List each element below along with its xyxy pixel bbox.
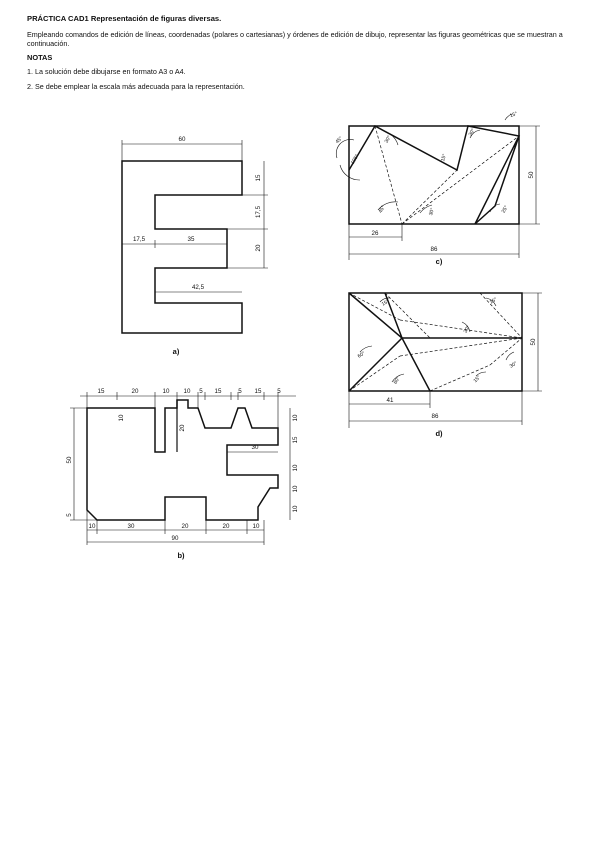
figure-a-dim-17-5: 17,5 [255,205,262,218]
figure-d-inner [348,292,522,392]
figure-b-dim-30: 30 [252,444,259,451]
figure-b-dim-left-small: 5 [66,513,73,517]
figure-b-right-dim-4: 10 [292,485,299,492]
figure-b-right-dim-2: 15 [292,436,299,443]
page-header: PRÁCTICA CAD1 Representación de figuras … [27,14,582,97]
figure-d-angle-4: 60° [357,351,367,360]
figure-b-right-dim-5: 10 [292,505,299,512]
figure-b-dim-width: 90 [172,535,179,542]
figure-b-bottom-dim-1: 10 [89,523,96,530]
figure-c-angle-5: 30° [468,128,477,138]
figure-d-frame [348,292,523,392]
figure-b-outline [86,399,279,521]
figure-c-angle-7: 45° [378,205,387,215]
figure-c-angle-1: 45° [334,135,344,145]
figure-b-top-dim-8: 15 [255,388,262,395]
intro-text: Empleando comandos de edición de líneas,… [27,30,563,48]
figure-d-angle-5: 60° [393,376,402,386]
figure-c-angle-3: 30° [384,135,393,145]
figure-b-bottom-dim-3: 20 [182,523,189,530]
figure-c-angle-2: 105° [350,154,360,166]
figure-b-bottom-dim-2: 30 [128,523,135,530]
figure-c-caption: c) [436,257,443,266]
note-1: 1. La solución debe dibujarse en formato… [27,67,186,76]
figure-b-right-dim-1: 10 [292,414,299,421]
figure-d-angle-7: 30° [509,361,519,370]
figure-b-top-dim-1: 15 [98,388,105,395]
figure-a-caption: a) [173,347,180,356]
figure-d-dim-base: 41 [387,397,394,404]
figure-c-angle-4: 15° [440,153,448,162]
figure-b-top-dim-6: 15 [215,388,222,395]
figure-d-angle-3: 30° [463,325,472,335]
figure-b-bottom-dim-5: 10 [253,523,260,530]
figure-a-dim-top: 60 [179,136,186,143]
figure-b-top-dim-2: 20 [132,388,139,395]
figure-a-dim-20: 20 [255,244,262,251]
note-2: 2. Se debe emplear la escala más adecuad… [27,82,245,91]
figure-a-dim-mid: 35 [188,236,195,243]
figure-c-frame [348,125,520,225]
figure-c-angle-9: 25° [501,205,510,215]
figure-c-angle-8: 30° [428,207,436,216]
figure-b: 15 20 10 10 5 15 5 15 5 10 20 30 10 15 1… [66,388,299,560]
figure-b-top-dim-9: 5 [277,388,281,395]
figure-b-top-dim-4: 10 [184,388,191,395]
figure-a-dim-bottom: 42,5 [192,284,205,291]
figure-c-dim-base: 26 [372,230,379,237]
figure-c-dim-width: 86 [431,246,438,253]
figure-d: 15° 15° 30° 60° 60° 15° 30° 50 41 86 d) [348,292,542,438]
figure-c-dim-height: 50 [528,171,535,178]
figure-b-dim-height: 50 [66,456,73,463]
figure-d-angle-6: 15° [472,374,482,384]
figure-a-outline [121,160,243,334]
figure-b-caption: b) [177,551,185,560]
figure-b-bottom-dim-4: 20 [223,523,230,530]
figure-b-dim-10: 10 [118,414,125,421]
page-title: PRÁCTICA CAD1 Representación de figuras … [27,14,222,23]
figure-c-angle-6: 15° [509,111,518,119]
figure-d-dim-height: 50 [530,338,537,345]
figure-d-caption: d) [435,429,443,438]
figure-b-top-dims: 15 20 10 10 5 15 5 15 5 [86,388,281,428]
figure-c: 45° 105° 30° 15° 30° 15° 45° 30° 25° 50 … [334,111,540,266]
figure-d-angle-1: 15° [381,299,391,308]
figure-b-dim-20: 20 [179,424,186,431]
figure-d-dim-width: 86 [432,413,439,420]
notes-heading: NOTAS [27,53,53,62]
figure-a-dim-15: 15 [255,174,262,181]
figure-b-top-dim-5: 5 [199,388,203,395]
figure-a-dim-left: 17,5 [133,236,146,243]
figure-a: 60 15 17,5 20 17,5 35 42,5 a) [121,136,268,356]
figure-b-top-dim-7: 5 [238,388,242,395]
figure-d-angle-2: 15° [489,297,499,306]
figure-b-right-dim-3: 10 [292,464,299,471]
figure-b-top-dim-3: 10 [163,388,170,395]
